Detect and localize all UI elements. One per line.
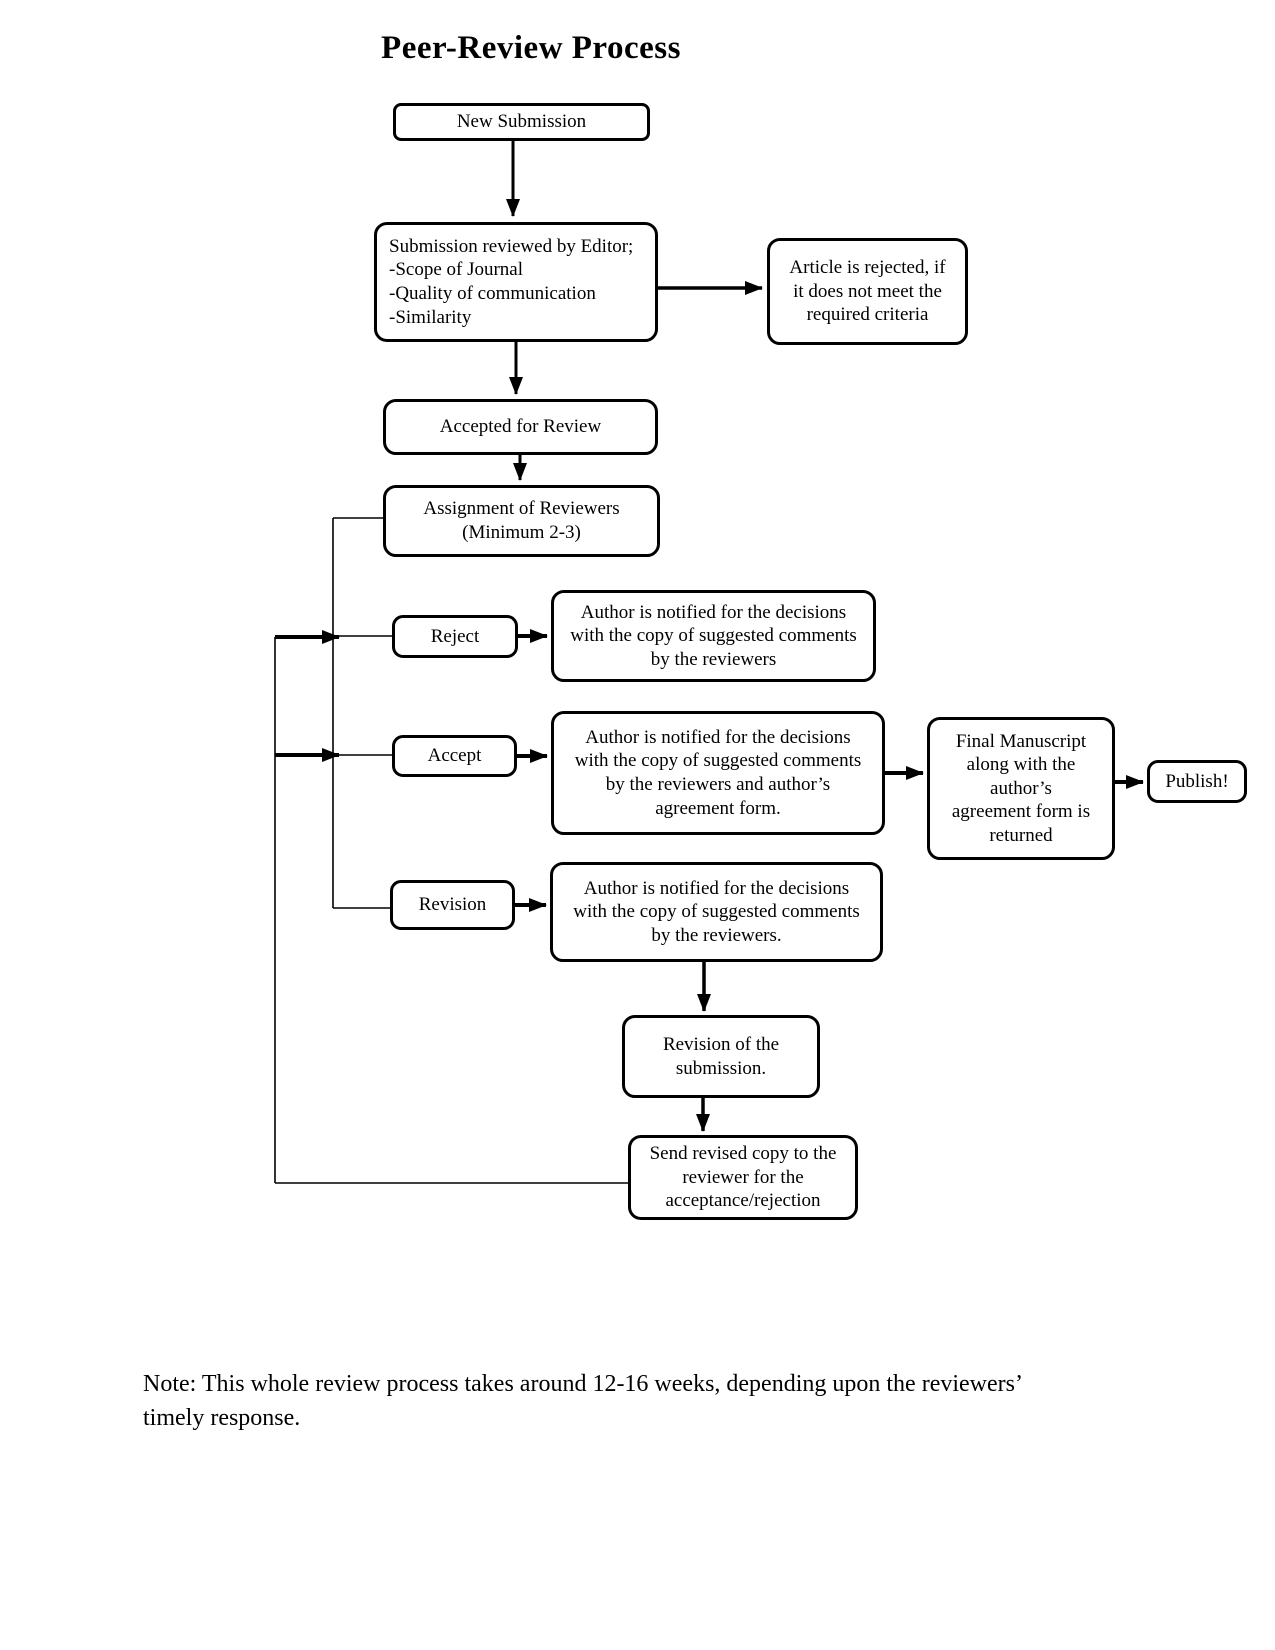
node-send-revised-copy: Send revised copy to the reviewer for th… <box>628 1135 858 1220</box>
node-revision-notice: Author is notified for the decisions wit… <box>550 862 883 962</box>
node-revision: Revision <box>390 880 515 930</box>
node-editor-review: Submission reviewed by Editor; -Scope of… <box>374 222 658 342</box>
node-reject: Reject <box>392 615 518 658</box>
node-revision-of-submission: Revision of the submission. <box>622 1015 820 1098</box>
node-assignment-of-reviewers: Assignment of Reviewers (Minimum 2-3) <box>383 485 660 557</box>
page-title: Peer-Review Process <box>381 30 681 66</box>
node-article-rejected: Article is rejected, if it does not meet… <box>767 238 968 345</box>
node-accept-notice: Author is notified for the decisions wit… <box>551 711 885 835</box>
node-publish: Publish! <box>1147 760 1247 803</box>
node-accepted-for-review: Accepted for Review <box>383 399 658 455</box>
note-text: Note: This whole review process takes ar… <box>143 1371 1023 1431</box>
node-new-submission: New Submission <box>393 103 650 141</box>
node-accept: Accept <box>392 735 517 777</box>
node-reject-notice: Author is notified for the decisions wit… <box>551 590 876 682</box>
node-final-manuscript: Final Manuscript along with the author’s… <box>927 717 1115 860</box>
